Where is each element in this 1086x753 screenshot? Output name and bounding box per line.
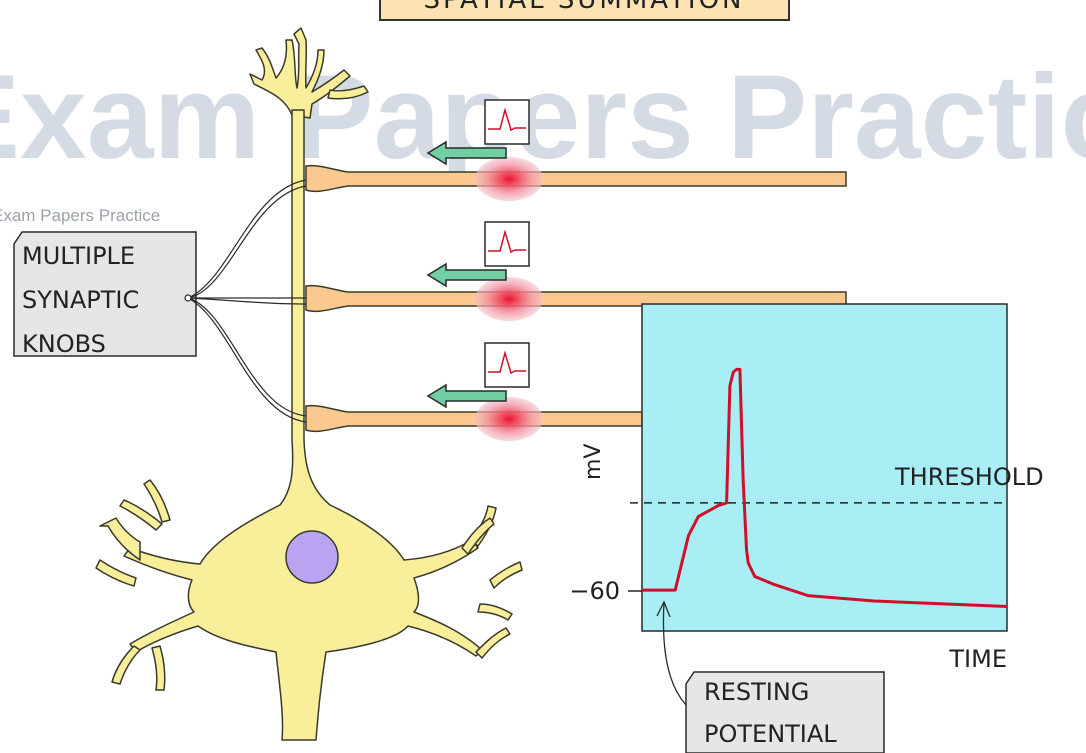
impulse-3 — [475, 397, 543, 441]
knob-pointer-lines — [185, 180, 306, 422]
label-line-1: RESTING — [704, 678, 809, 706]
title-box: SPATIAL SUMMATION — [380, 0, 789, 20]
membrane-potential-graph: THRESHOLD mV −60 TIME — [569, 304, 1043, 673]
impulse-1 — [475, 157, 543, 201]
label-line-3: KNOBS — [22, 330, 106, 358]
watermark-small: Exam Papers Practice — [0, 206, 160, 225]
y-tick-label: −60 — [569, 577, 620, 605]
synaptic-knobs-label: MULTIPLE SYNAPTIC KNOBS — [14, 232, 196, 358]
label-line-1: MULTIPLE — [22, 242, 135, 270]
y-axis-label: mV — [581, 444, 606, 480]
threshold-label: THRESHOLD — [894, 463, 1044, 491]
action-potential-icon — [485, 100, 529, 144]
axon-3 — [306, 406, 642, 432]
action-potential-icon — [485, 343, 529, 387]
nucleus — [286, 531, 338, 583]
action-potential-icons — [485, 100, 529, 387]
page-title: SPATIAL SUMMATION — [423, 0, 744, 15]
watermark-large: Exam Papers Practice — [0, 50, 1086, 184]
x-axis-label: TIME — [948, 645, 1007, 673]
action-potential-icon — [485, 222, 529, 266]
label-line-2: POTENTIAL — [704, 720, 837, 748]
impulse-2 — [475, 277, 543, 321]
label-line-2: SYNAPTIC — [22, 286, 139, 314]
